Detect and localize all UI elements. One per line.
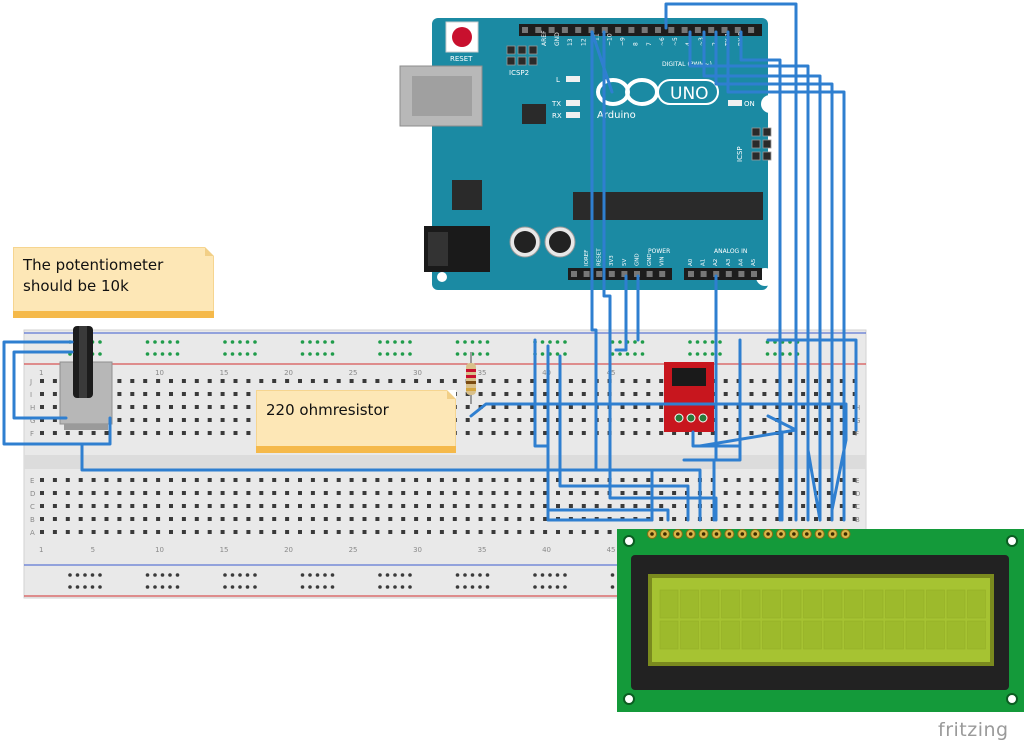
digital-pin-label: GND (554, 32, 561, 46)
analog-pin-label: A0 (688, 258, 694, 266)
reset-label: RESET (450, 55, 473, 63)
column-number: 35 (478, 369, 487, 377)
row-letter: C (30, 503, 35, 511)
column-number: 40 (542, 546, 551, 554)
digital-pin-label: ~3 (698, 37, 705, 46)
column-number: 30 (413, 546, 422, 554)
power-header (568, 268, 672, 280)
row-letter: A (30, 529, 35, 537)
analog-pin-label: A4 (738, 258, 744, 266)
digital-pin-label: 13 (567, 38, 574, 46)
row-letter: B (855, 516, 860, 524)
led-tx-label: TX (551, 100, 561, 108)
resistor-note: 220 ohmresistor (256, 390, 456, 453)
note-line-2: should be 10k (23, 277, 129, 295)
column-number: 1 (39, 546, 43, 554)
brand-label: Arduino (597, 110, 636, 121)
usb-chip (522, 104, 546, 124)
row-letter: D (855, 490, 860, 498)
icsp2-label: ICSP2 (509, 69, 529, 77)
power-pin-label: IOREF (584, 250, 590, 266)
row-letter: B (30, 516, 35, 524)
row-letter: H (30, 404, 35, 412)
row-letter: C (855, 503, 860, 511)
red-module (664, 362, 714, 432)
analog-pin-label: A3 (726, 258, 732, 266)
column-number: 10 (155, 546, 164, 554)
column-number: 25 (349, 546, 358, 554)
column-number: 30 (413, 369, 422, 377)
digital-pin-label: ~10 (607, 33, 614, 46)
digital-pin-label: ~9 (620, 37, 627, 46)
row-letter: J (29, 378, 32, 386)
voltage-regulator (452, 180, 482, 210)
potentiometer-note: The potentiometer should be 10k (13, 247, 214, 318)
digital-pin-label: 12 (580, 38, 587, 46)
on-label: ON (744, 100, 755, 108)
model-label: UNO (670, 84, 709, 104)
digital-pin-label: ~11 (593, 33, 600, 46)
column-number: 35 (478, 546, 487, 554)
column-number: 45 (607, 546, 616, 554)
row-letter: E (855, 477, 859, 485)
column-number: 15 (220, 369, 229, 377)
led-l-label: L (556, 76, 560, 84)
power-pin-label: GND (634, 253, 640, 266)
icsp2-header (506, 45, 538, 66)
potentiometer (59, 326, 113, 430)
digital-pin-label: 7 (646, 42, 653, 46)
lcd-display-16x2 (617, 529, 1024, 712)
analog-pin-label: A1 (701, 259, 707, 266)
column-number: 20 (284, 369, 293, 377)
power-label: POWER (648, 248, 670, 255)
row-letter: I (30, 391, 32, 399)
analog-header (684, 268, 762, 280)
digital-pin-label: ~6 (659, 37, 666, 46)
power-pin-label: 3V3 (609, 255, 615, 266)
analog-label: ANALOG IN (714, 248, 747, 255)
fritzing-logo: fritzing (938, 719, 1009, 741)
atmega-chip (573, 192, 763, 220)
power-pin-label: GND (647, 253, 653, 266)
column-number: 20 (284, 546, 293, 554)
power-pin-label: RESET (597, 248, 603, 266)
analog-pin-label: A2 (713, 259, 719, 266)
row-letter: E (30, 477, 34, 485)
row-letter: D (30, 490, 35, 498)
led-rx-label: RX (552, 112, 562, 120)
resistor (466, 352, 476, 404)
analog-pin-label: A5 (751, 258, 757, 266)
digital-pin-label: AREF (541, 30, 548, 46)
wires (2, 2, 858, 522)
row-letter: G (855, 417, 860, 425)
row-letter: G (30, 417, 35, 425)
row-letter: F (855, 430, 859, 438)
arduino-uno-board: RESET ICSP2 L TX RX ON UNO Arduino (399, 18, 779, 290)
arduino-logo: UNO Arduino (596, 78, 719, 121)
digital-label: DIGITAL (PWM~) (662, 61, 712, 68)
power-pin-label: VIN (660, 257, 666, 267)
note-line-1: The potentiometer (23, 256, 164, 274)
icsp-label: ICSP (736, 146, 744, 162)
resistor-note-text: 220 ohmresistor (266, 401, 389, 419)
column-number: 25 (349, 369, 358, 377)
column-number: 1 (39, 369, 43, 377)
column-number: 5 (91, 546, 95, 554)
row-letter: F (30, 430, 34, 438)
column-number: 15 (220, 546, 229, 554)
icsp-header (751, 127, 772, 161)
power-pin-label: 5V (622, 259, 628, 266)
row-letter: H (855, 404, 860, 412)
digital-pin-label: ~5 (672, 37, 679, 46)
column-number: 10 (155, 369, 164, 377)
digital-pin-label: 8 (633, 42, 640, 46)
